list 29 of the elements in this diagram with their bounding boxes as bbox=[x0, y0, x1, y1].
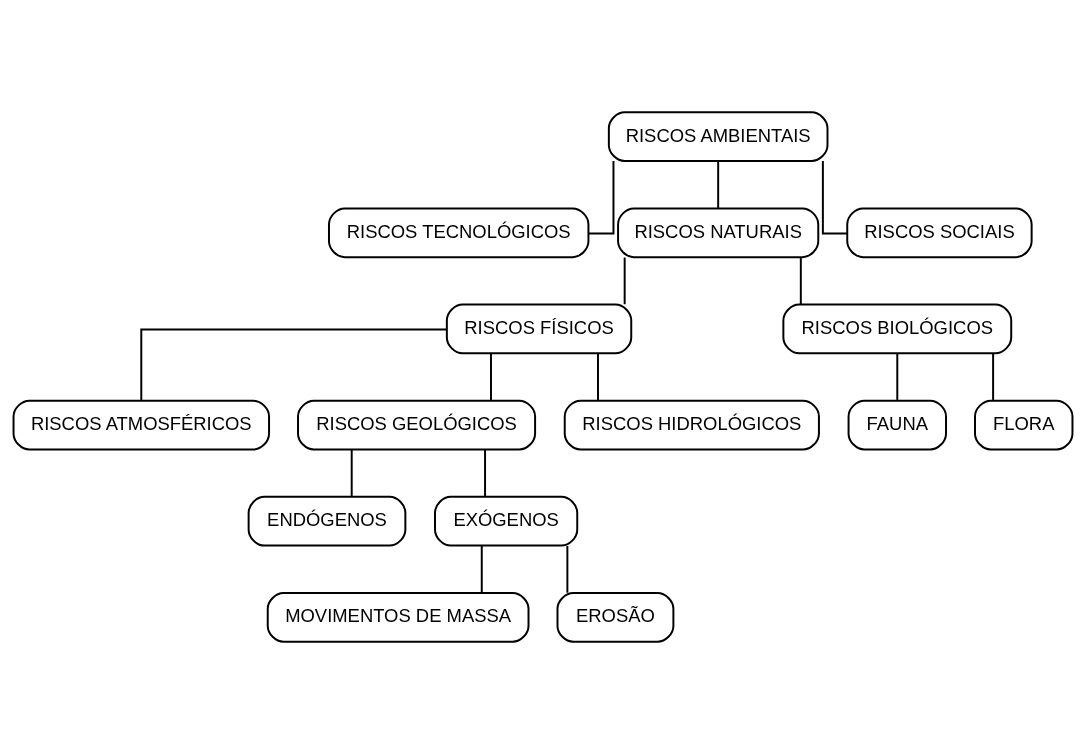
connector bbox=[480, 544, 483, 594]
node-box: RISCOS BIOLÓGICOS bbox=[782, 303, 1013, 354]
connector bbox=[587, 159, 615, 234]
connector bbox=[717, 159, 720, 209]
connector bbox=[623, 256, 626, 305]
node-box: EXÓGENOS bbox=[434, 495, 579, 547]
connector bbox=[484, 448, 487, 498]
node-box: RISCOS GEOLÓGICOS bbox=[297, 399, 537, 450]
connector bbox=[992, 352, 995, 401]
node-box: ENDÓGENOS bbox=[247, 495, 407, 547]
node-box: RISCOS SOCIAIS bbox=[846, 206, 1033, 258]
node-box: RISCOS FÍSICOS bbox=[445, 303, 633, 354]
connector bbox=[597, 352, 599, 401]
connector bbox=[490, 352, 492, 401]
node-box: EROSÃO bbox=[556, 591, 675, 643]
node-box: FAUNA bbox=[847, 399, 947, 450]
connector bbox=[566, 544, 569, 594]
node-box: RISCOS ATMOSFÉRICOS bbox=[12, 399, 271, 450]
connector bbox=[821, 159, 848, 234]
node-box: FLORA bbox=[974, 399, 1074, 450]
connector bbox=[140, 328, 448, 401]
connector bbox=[896, 352, 899, 401]
node-box: MOVIMENTOS DE MASSA bbox=[266, 591, 530, 643]
node-box: RISCOS AMBIENTAIS bbox=[607, 110, 829, 162]
connector bbox=[799, 256, 802, 305]
node-box: RISCOS NATURAIS bbox=[617, 206, 820, 258]
node-box: RISCOS TECNOLÓGICOS bbox=[328, 206, 590, 258]
node-box: RISCOS HIDROLÓGICOS bbox=[563, 399, 820, 450]
connector bbox=[350, 448, 353, 498]
